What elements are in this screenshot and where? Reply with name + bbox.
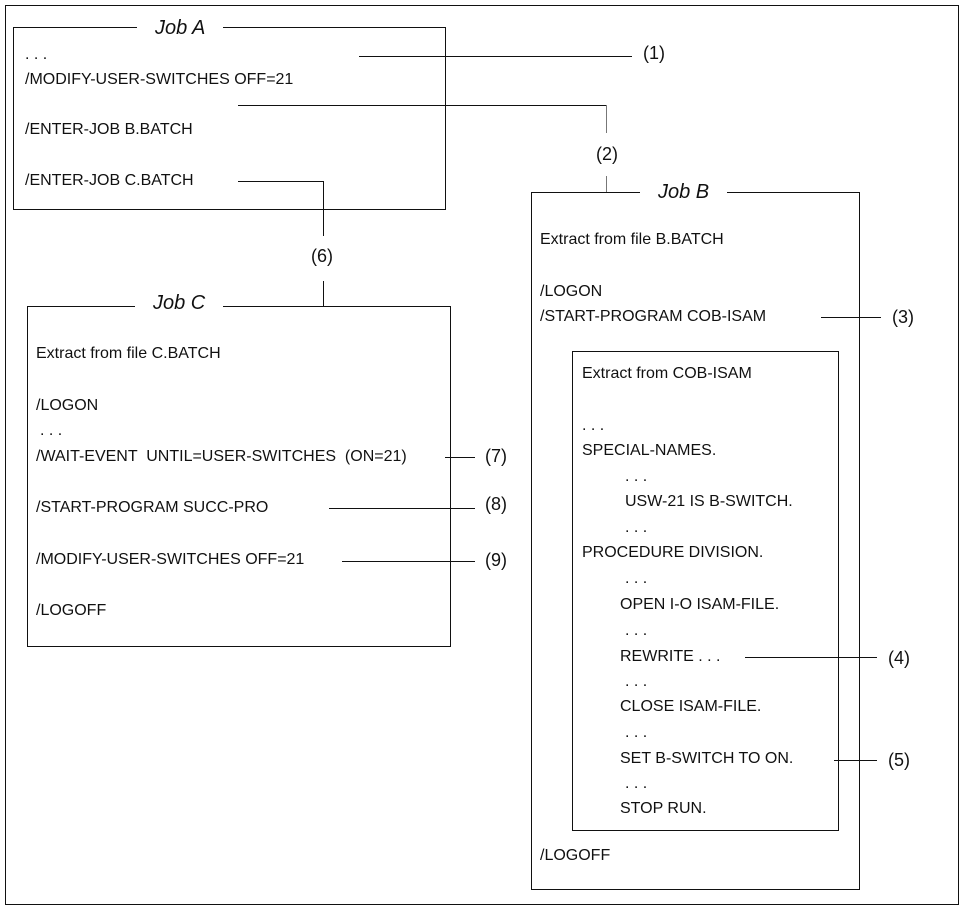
job-c-modify-switches: /MODIFY-USER-SWITCHES OFF=21 xyxy=(36,551,305,568)
connector-4-line xyxy=(745,657,877,658)
job-b-extract-label: Extract from file B.BATCH xyxy=(540,231,724,248)
callout-2: (2) xyxy=(596,144,618,164)
job-c-box xyxy=(27,306,451,647)
job-c-extract-label: Extract from file C.BATCH xyxy=(36,345,221,362)
connector-6-drop-top xyxy=(323,181,324,236)
connector-2-drop-bottom xyxy=(606,176,607,192)
callout-3: (3) xyxy=(892,307,914,327)
connector-6-line xyxy=(238,181,323,182)
job-b-logoff: /LOGOFF xyxy=(540,847,611,864)
cob-isam-line: . . . xyxy=(625,570,648,587)
cob-isam-line: OPEN I-O ISAM-FILE. xyxy=(620,596,780,613)
job-a-modify-switches: /MODIFY-USER-SWITCHES OFF=21 xyxy=(25,71,294,88)
connector-2-line xyxy=(238,105,607,106)
job-c-wait-event: /WAIT-EVENT UNTIL=USER-SWITCHES (ON=21) xyxy=(36,448,407,465)
job-a-enter-job-c: /ENTER-JOB C.BATCH xyxy=(25,172,194,189)
job-c-title: Job C xyxy=(135,292,224,314)
job-c-start-program: /START-PROGRAM SUCC-PRO xyxy=(36,499,269,516)
job-a-box xyxy=(13,27,446,210)
cob-isam-line: . . . xyxy=(625,775,648,792)
cob-isam-line: SPECIAL-NAMES. xyxy=(582,442,717,459)
job-a-ellipsis: . . . xyxy=(25,46,48,63)
cob-isam-line: REWRITE . . . xyxy=(620,648,721,665)
connector-7-line xyxy=(445,457,475,458)
cob-isam-line: CLOSE ISAM-FILE. xyxy=(620,698,762,715)
callout-9: (9) xyxy=(485,550,507,570)
job-a-title: Job A xyxy=(137,17,224,39)
job-b-title: Job B xyxy=(640,181,728,203)
callout-7: (7) xyxy=(485,446,507,466)
connector-9-line xyxy=(342,561,475,562)
job-a-enter-job-b: /ENTER-JOB B.BATCH xyxy=(25,121,193,138)
cob-isam-line: SET B-SWITCH TO ON. xyxy=(620,750,794,767)
job-b-logon: /LOGON xyxy=(540,283,603,300)
connector-3-line xyxy=(821,317,881,318)
connector-6-drop-bottom xyxy=(323,281,324,306)
cob-isam-line: . . . xyxy=(625,724,648,741)
callout-8: (8) xyxy=(485,494,507,514)
connector-8-line xyxy=(329,508,475,509)
callout-1: (1) xyxy=(643,43,665,63)
cob-isam-extract-label: Extract from COB-ISAM xyxy=(582,365,752,382)
cob-isam-box xyxy=(572,351,839,831)
cob-isam-line: . . . xyxy=(625,468,648,485)
job-c-logoff: /LOGOFF xyxy=(36,602,107,619)
cob-isam-line: . . . xyxy=(625,622,648,639)
connector-2-drop-top xyxy=(606,105,607,133)
diagram-frame xyxy=(5,5,959,905)
callout-5: (5) xyxy=(888,750,910,770)
job-b-start-program: /START-PROGRAM COB-ISAM xyxy=(540,308,767,325)
cob-isam-line: . . . xyxy=(625,673,648,690)
job-c-logon: /LOGON xyxy=(36,397,99,414)
cob-isam-line: . . . xyxy=(582,417,605,434)
cob-isam-line: PROCEDURE DIVISION. xyxy=(582,544,764,561)
cob-isam-line: . . . xyxy=(625,519,648,536)
callout-4: (4) xyxy=(888,648,910,668)
cob-isam-line: USW-21 IS B-SWITCH. xyxy=(625,493,793,510)
job-c-ellipsis: . . . xyxy=(40,422,63,439)
cob-isam-line: STOP RUN. xyxy=(620,800,707,817)
connector-1-line xyxy=(359,56,632,57)
callout-6: (6) xyxy=(311,246,333,266)
connector-5-line xyxy=(834,760,877,761)
